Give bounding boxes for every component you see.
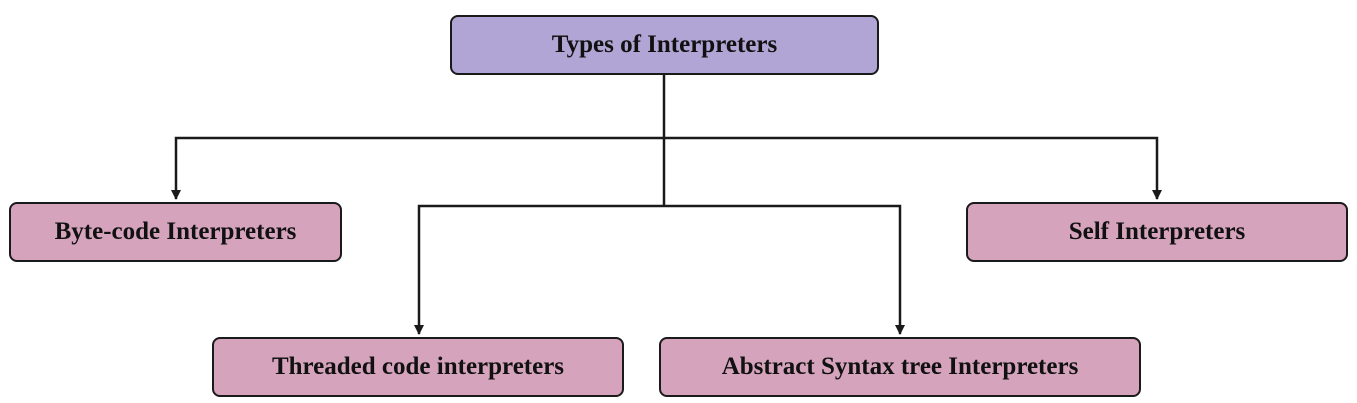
node-label: Abstract Syntax tree Interpreters [721, 353, 1079, 380]
node-label: Threaded code interpreters [271, 353, 565, 380]
node-byte-code-interpreters: Byte-code Interpreters [9, 202, 342, 262]
node-label: Byte-code Interpreters [54, 218, 297, 245]
connector-to-self [664, 136, 1162, 200]
node-label: Types of Interpreters [551, 31, 778, 58]
connector-to-threaded [414, 204, 664, 335]
connector-to-byte-code [171, 136, 664, 200]
node-threaded-code-interpreters: Threaded code interpreters [212, 337, 624, 397]
node-types-of-interpreters: Types of Interpreters [450, 15, 879, 75]
node-label: Self Interpreters [1068, 218, 1246, 245]
connector-to-ast [664, 204, 905, 335]
node-abstract-syntax-tree-interpreters: Abstract Syntax tree Interpreters [659, 337, 1141, 397]
node-self-interpreters: Self Interpreters [966, 202, 1348, 262]
